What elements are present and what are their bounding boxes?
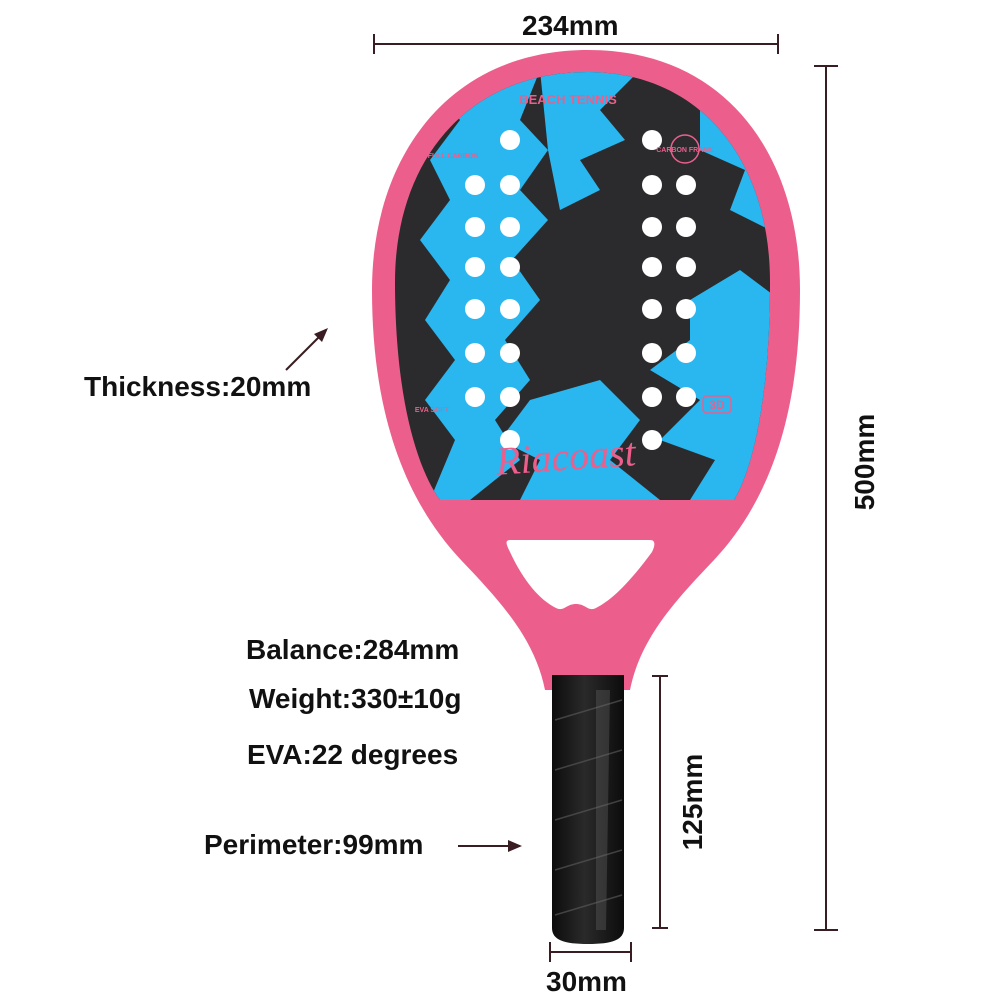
paddle-hole <box>500 175 520 195</box>
badge-carbon-frame-ring <box>670 134 700 164</box>
badge-3d: 3D <box>709 398 725 412</box>
thickness-spec: Thickness:20mm <box>84 371 312 402</box>
brand-logo: Riacoast <box>493 429 638 484</box>
paddle-hole <box>465 343 485 363</box>
balance-spec: Balance:284mm <box>246 634 460 665</box>
handle-width-dimension-label: 30mm <box>546 966 627 997</box>
face-pattern-bottom <box>500 380 660 500</box>
paddle-hole <box>642 175 662 195</box>
width-dimension-label: 234mm <box>522 10 619 41</box>
perimeter-spec: Perimeter:99mm <box>204 829 424 860</box>
perimeter-arrow-head <box>508 840 522 852</box>
throat-cutout <box>506 540 655 610</box>
paddle-hole <box>642 430 662 450</box>
face-pattern-top <box>540 72 640 210</box>
paddle-hole <box>642 343 662 363</box>
paddle-hole <box>676 257 696 277</box>
badge-carbon-frame: CARBON FRAME <box>656 147 714 154</box>
paddle-hole <box>500 217 520 237</box>
paddle-hole <box>642 299 662 319</box>
grip-wrap-lines <box>554 699 623 916</box>
badge-full-carbon: FULL CARBON <box>428 153 478 160</box>
handle-length-dimension-label: 125mm <box>677 753 708 851</box>
grip-highlight <box>596 690 610 930</box>
face-pattern-right <box>650 270 770 500</box>
paddle-hole <box>676 387 696 407</box>
face-text-top: BEACH TENNIS <box>519 92 617 107</box>
length-dimension-label: 500mm <box>849 413 880 511</box>
paddle-hole <box>465 257 485 277</box>
paddle-hole <box>500 430 520 450</box>
eva-spec: EVA:22 degrees <box>247 739 459 770</box>
paddle-hole <box>676 299 696 319</box>
paddle-hole <box>676 217 696 237</box>
paddle-hole <box>642 257 662 277</box>
paddle-hole <box>465 217 485 237</box>
paddle-hole <box>500 387 520 407</box>
weight-spec: Weight:330±10g <box>249 683 462 714</box>
badge-eva-soft: EVA SOFT <box>415 407 450 414</box>
paddle-hole <box>465 387 485 407</box>
paddle-hole <box>642 217 662 237</box>
paddle-hole <box>500 257 520 277</box>
paddle-holes <box>465 130 696 450</box>
paddle-hole <box>642 130 662 150</box>
paddle-hole <box>500 299 520 319</box>
badge-3d-frame <box>702 395 732 414</box>
paddle-hole <box>500 130 520 150</box>
thickness-arrow-head <box>314 328 328 342</box>
paddle-hole <box>676 343 696 363</box>
paddle-hole <box>465 175 485 195</box>
paddle-hole <box>676 175 696 195</box>
paddle-hole <box>500 343 520 363</box>
paddle-hole <box>642 387 662 407</box>
paddle-hole <box>465 299 485 319</box>
